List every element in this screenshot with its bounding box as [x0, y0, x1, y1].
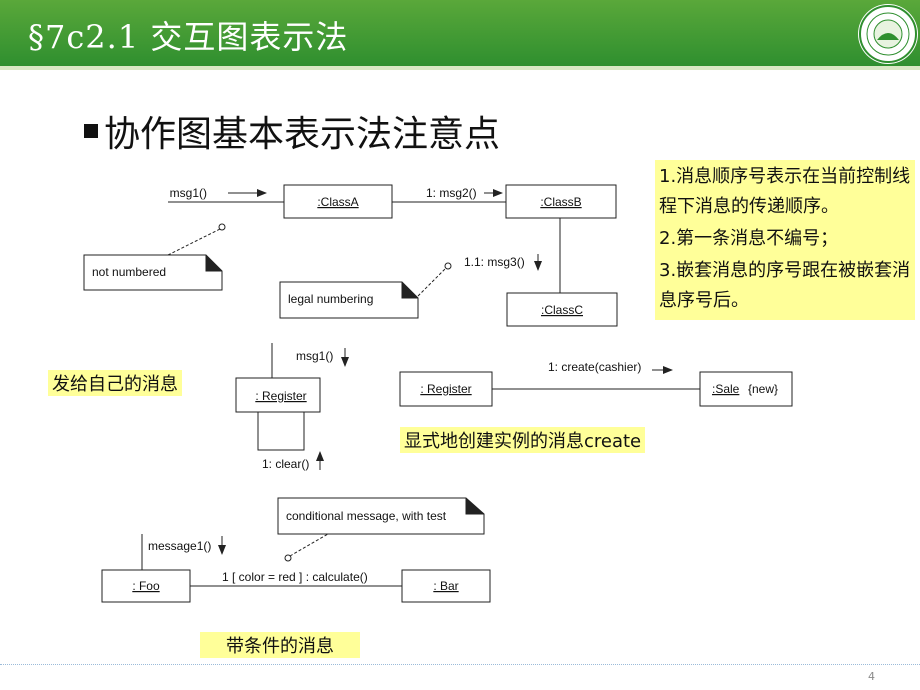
classC-box: [506, 292, 618, 327]
classA-label: :ClassA: [317, 195, 358, 209]
calculate-text: 1 [ color = red ] : calculate(): [222, 570, 368, 584]
create-text: 1: create(cashier): [548, 360, 641, 374]
header-divider: [0, 66, 920, 70]
rules-note: 1.消息顺序号表示在当前控制线程下消息的传递顺序。 2.第一条消息不编号； 3.…: [655, 160, 915, 320]
note-legal-text: legal numbering: [288, 292, 373, 306]
university-logo: [858, 4, 918, 64]
note-legal-numbering: [279, 281, 419, 319]
classB-label: :ClassB: [540, 195, 581, 209]
section-heading: 协作图基本表示法注意点: [104, 114, 501, 155]
register-label: : Register: [255, 389, 306, 403]
footer-divider: [0, 664, 920, 665]
diagram-self-message: msg1() : Register 1: clear(): [235, 343, 349, 471]
foo-label: : Foo: [132, 579, 160, 593]
self-message-label: 发给自己的消息: [48, 370, 182, 396]
note-anchor-3: [289, 533, 329, 557]
diagram-classes: msg1() :ClassA 1: msg2() :ClassB 1.1: ms…: [83, 184, 618, 327]
rule-2: 2.第一条消息不编号；: [659, 228, 839, 249]
rule-3: 3.嵌套消息的序号跟在被嵌套消息序号后。: [659, 260, 911, 311]
self-msg1-text: msg1(): [296, 349, 333, 363]
msg2-text: 1: msg2(): [426, 186, 477, 200]
classB-box: [505, 184, 617, 219]
page-number: 4: [868, 670, 875, 683]
create-message-label: 显式地创建实例的消息create: [400, 427, 646, 453]
bar-box: [401, 569, 491, 603]
bar-label: : Bar: [433, 579, 458, 593]
diagram-create: 1: create(cashier) : Register :Sale {new…: [399, 360, 793, 407]
msg1-text: msg1(): [170, 186, 207, 200]
note-fold-3: [465, 498, 484, 515]
note-anchor-2: [417, 267, 447, 297]
note-anchor-dot-1: [218, 223, 226, 231]
sale-new-constraint: {new}: [748, 382, 778, 396]
conditional-message-label: 带条件的消息: [200, 632, 360, 658]
message1-text: message1(): [148, 539, 211, 553]
diagram-conditional: conditional message, with test message1(…: [101, 497, 491, 603]
register-box-2: [399, 371, 493, 407]
slide-title: §7c2.1 交互图表示法: [28, 18, 349, 56]
sale-box: [699, 371, 793, 407]
clear-text: 1: clear(): [262, 457, 309, 471]
university-seal-icon: [859, 5, 917, 63]
msg3-text: 1.1: msg3(): [464, 255, 525, 269]
sale-label: :Sale: [712, 382, 740, 396]
bullet-square: [84, 124, 98, 138]
note-not-numbered: [83, 254, 223, 291]
rule-1: 1.消息顺序号表示在当前控制线程下消息的传递顺序。: [659, 166, 911, 217]
note-anchor-dot-2: [444, 262, 452, 270]
note-not-numbered-text: not numbered: [92, 265, 166, 279]
note-fold-2: [401, 282, 418, 299]
header-bar: §7c2.1 交互图表示法: [0, 0, 920, 66]
self-loop: [257, 412, 305, 451]
note-conditional-text: conditional message, with test: [286, 509, 447, 523]
classA-box: [283, 184, 393, 219]
register-label-2: : Register: [420, 382, 471, 396]
note-conditional: [277, 497, 485, 535]
note-fold: [205, 255, 222, 272]
foo-box: [101, 569, 191, 603]
classC-label: :ClassC: [541, 303, 583, 317]
note-anchor-1: [167, 228, 221, 256]
register-box: [235, 377, 321, 413]
note-anchor-dot-3: [284, 554, 292, 562]
